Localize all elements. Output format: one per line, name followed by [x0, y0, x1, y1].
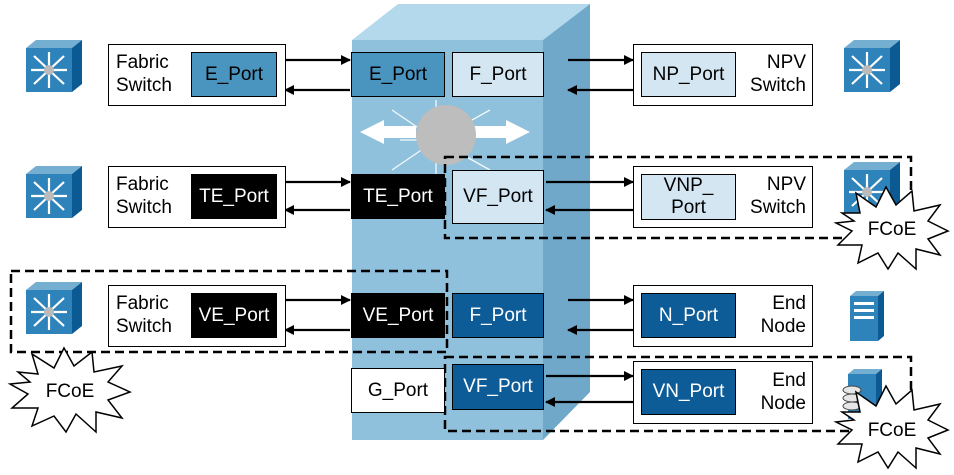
- server-icon: [850, 291, 884, 341]
- fcoe-label: FCoE: [868, 219, 917, 240]
- device-label: Fabric Switch: [116, 174, 172, 218]
- switch-te-port: TE_Port: [351, 174, 445, 219]
- switch-vf-port: VF_Port: [452, 364, 544, 410]
- switch-e-port: E_Port: [351, 52, 445, 97]
- mds-switch-icon: [844, 40, 900, 92]
- switch-f-port: F_Port: [452, 52, 544, 97]
- mds-switch-icon: [26, 40, 82, 92]
- vn-port: VN_Port: [641, 369, 736, 415]
- switch-f-port: F_Port: [452, 293, 544, 338]
- device-label: End Node: [760, 370, 806, 414]
- mds-switch-icon: [26, 166, 82, 218]
- te-port: TE_Port: [191, 174, 277, 219]
- switch-vf-port: VF_Port: [452, 170, 544, 224]
- switch-ve-port: VE_Port: [351, 293, 445, 338]
- device-label: NPV Switch: [750, 174, 806, 218]
- e-port: E_Port: [191, 52, 277, 97]
- fcoe-burst: FCoE: [7, 346, 132, 434]
- mds-switch-icon: [26, 282, 82, 334]
- device-label: Fabric Switch: [116, 52, 172, 96]
- switch-g-port: G_Port: [351, 368, 445, 413]
- np-port: NP_Port: [641, 52, 736, 97]
- fcoe-label: FCoE: [868, 420, 917, 441]
- fcoe-label: FCoE: [46, 381, 95, 402]
- fcoe-burst: FCoE: [833, 185, 950, 271]
- vnp-port: VNP_ Port: [641, 174, 736, 220]
- ve-port: VE_Port: [191, 293, 277, 338]
- device-label: NPV Switch: [750, 52, 806, 96]
- n-port: N_Port: [641, 293, 736, 338]
- device-label: Fabric Switch: [116, 293, 172, 337]
- fcoe-burst: FCoE: [833, 384, 950, 470]
- device-label: End Node: [760, 293, 806, 337]
